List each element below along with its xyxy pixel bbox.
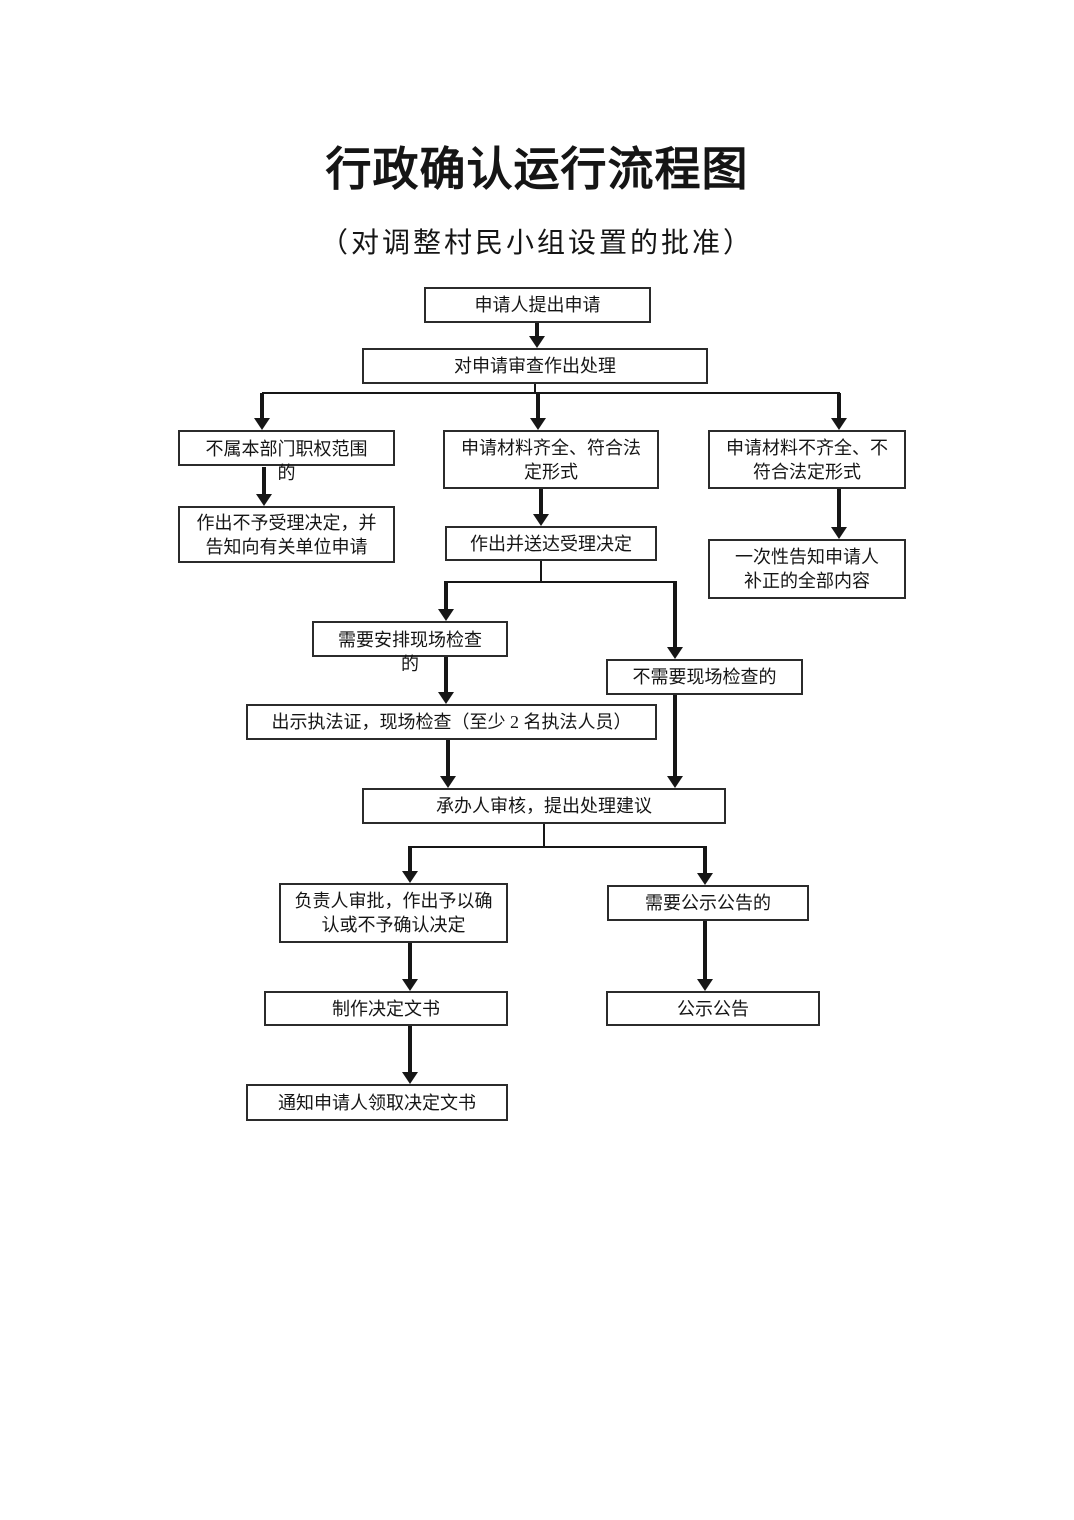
node-inspection-needed: 需要安排现场检查 的 bbox=[312, 621, 508, 674]
node-leader-approval: 负责人审批，作出予以确 认或不予确认决定 bbox=[279, 883, 508, 943]
connector-line bbox=[444, 581, 677, 583]
connector-line bbox=[540, 560, 542, 583]
node-acceptance-decision: 作出并送达受理决定 bbox=[445, 526, 657, 561]
flow-arrow bbox=[438, 657, 454, 704]
page-subtitle: （对调整村民小组设置的批准） bbox=[319, 228, 754, 259]
flow-arrow bbox=[440, 740, 456, 788]
node-materials-complete: 申请材料齐全、符合法 定形式 bbox=[443, 430, 659, 489]
node-no-inspection-needed: 不需要现场检查的 bbox=[606, 659, 803, 695]
node-onetime-correction-notice: 一次性告知申请人 补正的全部内容 bbox=[708, 539, 906, 599]
connector-line bbox=[262, 392, 840, 394]
node-materials-incomplete: 申请材料不齐全、不 符合法定形式 bbox=[708, 430, 906, 489]
node-rejection-decision: 作出不予受理决定，并 告知向有关单位申请 bbox=[178, 506, 395, 563]
flow-arrow bbox=[831, 489, 847, 539]
node-application-submitted: 申请人提出申请 bbox=[424, 287, 651, 323]
flow-arrow bbox=[533, 489, 549, 526]
flow-arrow bbox=[697, 920, 713, 991]
node-make-decision-document: 制作决定文书 bbox=[264, 991, 508, 1026]
node-notify-applicant: 通知申请人领取决定文书 bbox=[246, 1084, 508, 1121]
node-undertaker-review: 承办人审核，提出处理建议 bbox=[362, 788, 726, 824]
flow-arrow bbox=[402, 943, 418, 991]
node-outside-authority: 不属本部门职权范围 的 bbox=[178, 430, 395, 483]
node-onsite-inspection: 出示执法证，现场检查（至少 2 名执法人员） bbox=[246, 704, 657, 740]
connector-line bbox=[408, 846, 707, 848]
flow-arrow bbox=[402, 1025, 418, 1084]
flow-arrow bbox=[667, 582, 683, 659]
page-title: 行政确认运行流程图 bbox=[325, 144, 749, 195]
flow-arrow bbox=[402, 847, 418, 883]
node-publicity-needed: 需要公示公告的 bbox=[607, 885, 809, 921]
flow-arrow bbox=[438, 582, 454, 621]
connector-line bbox=[543, 824, 545, 848]
node-public-announcement: 公示公告 bbox=[606, 991, 820, 1026]
flow-arrow bbox=[667, 694, 683, 788]
flow-arrow bbox=[697, 847, 713, 885]
flow-arrow bbox=[831, 393, 847, 430]
flow-arrow bbox=[254, 393, 270, 430]
connector-line bbox=[534, 384, 536, 394]
flow-arrow bbox=[529, 322, 545, 348]
flow-arrow bbox=[530, 393, 546, 430]
flow-arrow bbox=[256, 467, 272, 506]
node-application-review: 对申请审查作出处理 bbox=[362, 348, 708, 384]
